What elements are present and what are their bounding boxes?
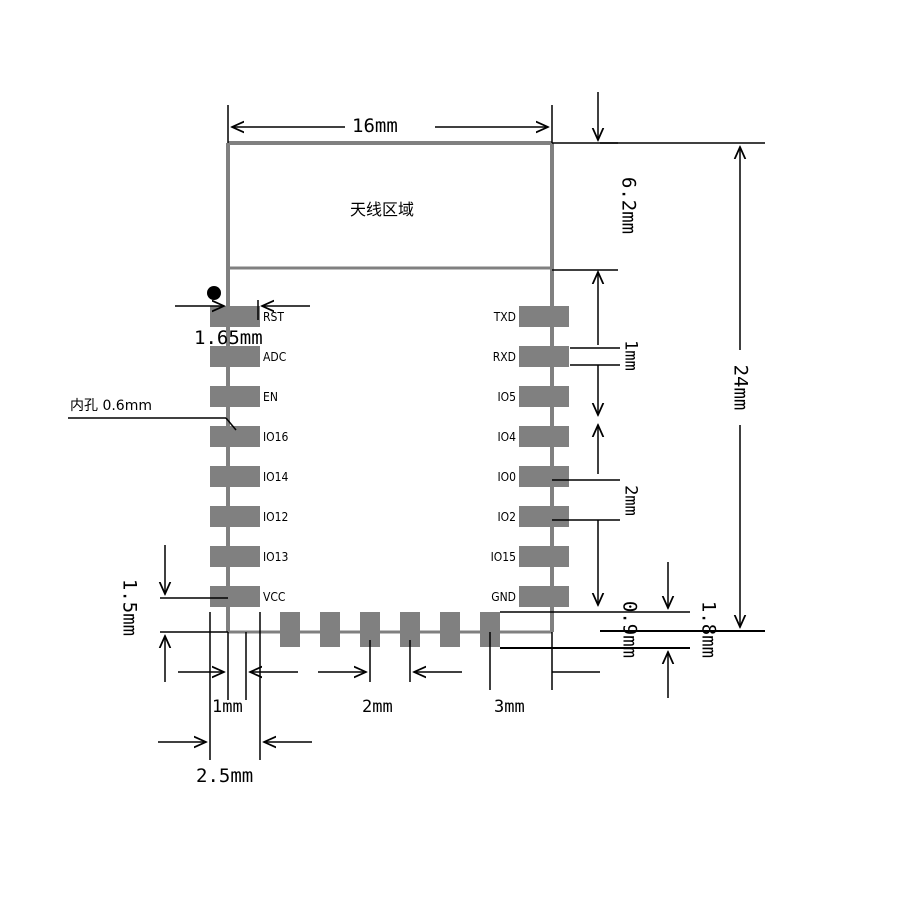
right-pad <box>519 586 569 607</box>
right-pad <box>519 546 569 567</box>
pad-gap-label: 0.9mm <box>618 600 641 659</box>
bottom-pad <box>400 612 420 647</box>
bottom-edge-label: 3mm <box>494 697 525 717</box>
antenna-area-label: 天线区域 <box>350 200 415 219</box>
bottom-pad <box>320 612 340 647</box>
bottom-pitch-label: 2mm <box>362 697 393 717</box>
pin1-marker-dot <box>207 286 221 300</box>
right-spacing-2mm-label: 2mm <box>620 485 641 516</box>
right-pin-label: IO4 <box>497 430 516 444</box>
bottom-pad <box>480 612 500 647</box>
right-pin-label: IO0 <box>497 470 516 484</box>
bottom-margin-label: 1.5mm <box>118 578 141 637</box>
left-pad <box>210 546 260 567</box>
right-pad-column <box>519 306 569 607</box>
left-pad <box>210 426 260 447</box>
right-pad <box>519 386 569 407</box>
left-pin-label: IO14 <box>263 470 289 484</box>
left-pin-label: ADC <box>263 350 287 364</box>
left-pad <box>210 306 260 327</box>
left-pad <box>210 346 260 367</box>
right-pad <box>519 506 569 527</box>
bottom-pad-row <box>280 612 500 647</box>
pad-length-label: 2.5mm <box>196 765 254 787</box>
left-pin-label: IO13 <box>263 550 289 564</box>
width-dimension-label: 16mm <box>352 115 398 137</box>
right-pin-label: IO15 <box>490 550 516 564</box>
dimension-lines <box>68 92 765 760</box>
right-pin-label: TXD <box>493 310 516 324</box>
right-pitch-1mm-label: 1mm <box>620 340 641 371</box>
right-pad <box>519 466 569 487</box>
right-pin-label: GND <box>491 590 516 604</box>
right-pin-label: RXD <box>492 350 516 364</box>
right-pin-label: IO2 <box>497 510 516 524</box>
left-pad <box>210 386 260 407</box>
inner-hole-label: 内孔 0.6mm <box>70 398 152 414</box>
right-pin-label: IO5 <box>497 390 516 404</box>
left-pin-label: IO12 <box>263 510 289 524</box>
pad-offset-label: 1.65mm <box>194 327 263 349</box>
bottom-pad <box>440 612 460 647</box>
left-pad <box>210 586 260 607</box>
antenna-height-label: 6.2mm <box>617 176 640 235</box>
left-pad <box>210 506 260 527</box>
right-pad <box>519 346 569 367</box>
left-pin-label: VCC <box>263 590 286 604</box>
left-pad-column <box>210 306 260 607</box>
left-pad <box>210 466 260 487</box>
bottom-height-label: 1.8mm <box>697 600 720 659</box>
total-height-label: 24mm <box>729 364 752 411</box>
bottom-pad <box>360 612 380 647</box>
left-pin-label: RST <box>263 310 284 324</box>
left-pin-label: EN <box>263 390 278 404</box>
pad-width-label: 1mm <box>212 697 243 717</box>
right-pad <box>519 426 569 447</box>
right-pad <box>519 306 569 327</box>
bottom-pad <box>280 612 300 647</box>
left-pin-label: IO16 <box>263 430 289 444</box>
